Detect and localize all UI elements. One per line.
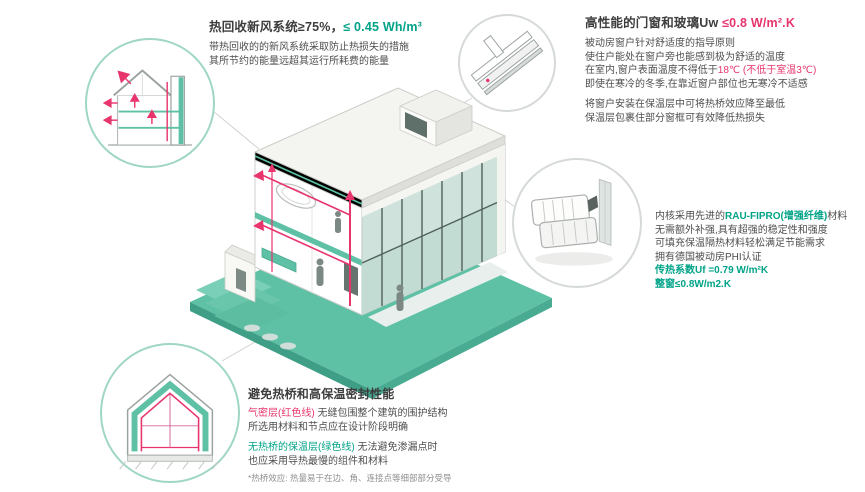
windows-title-text: 高性能的门窗和玻璃Uw — [585, 16, 723, 30]
house-section-ventilation-icon — [102, 69, 192, 146]
profile-line1-text: 内核采用先进的 — [655, 211, 725, 222]
thermal-line-3: 无热桥的保温层(绿色线) 无法避免渗漏点时 — [248, 441, 452, 455]
thermal-airtight-label: 气密层(红色线) — [248, 408, 315, 419]
windows-body-line-1: 被动房窗户针对舒适度的指导原则 — [585, 38, 735, 49]
windows-title: 高性能的门窗和玻璃Uw ≤0.8 W/m².K — [585, 12, 816, 31]
windows-line3-text: 在室内,窗户表面温度不得低于 — [585, 65, 718, 76]
ventilation-callout-circle — [85, 38, 215, 168]
profile-uf-value: 传热系数Uf =0.79 W/m²K — [655, 265, 769, 276]
ventilation-body-line-1: 带热回收的的新风系统采取防止热损失的措施 — [209, 42, 409, 53]
ventilation-body-line-2: 其所节约的能量远超其运行所耗费的能量 — [209, 55, 389, 67]
thermal-line3-text: 无法避免渗漏点时 — [354, 442, 438, 453]
windows-body-line-4: 即使在寒冷的冬季,在靠近窗户部位也无寒冷不适感 — [585, 78, 808, 90]
thermal-footnote: *热桥效应: 热量易于在边、角、连接点等细部部分受导 — [248, 473, 452, 483]
house-section-insulation-icon — [119, 373, 219, 470]
window-frame-profile-icon — [530, 178, 613, 266]
profile-line-1: 内核采用先进的RAU-FIPRO(增强纤维)材料 — [655, 210, 847, 224]
thermal-line-4: 也应采用导热最慢的组件和材料 — [248, 455, 388, 467]
windows-body-line-3: 在室内,窗户表面温度不得低于18℃ (不低于室温3℃) — [585, 64, 816, 78]
windows-body-line-2: 使住户能处在窗户旁也能感到极为舒适的温度 — [585, 51, 785, 63]
ventilation-text-block: 热回收新风系统≥75%，≤ 0.45 Wh/m³ 带热回收的的新风系统采取防止热… — [209, 16, 422, 68]
profile-uw-value: 整窗≤0.8W/m2.K — [655, 278, 732, 290]
insulation-callout-circle — [100, 343, 240, 483]
profile-line-2: 无需额外补强,具有超强的稳定性和强度 — [655, 224, 828, 236]
ventilation-title-value: ≤ 0.45 Wh/m³ — [343, 20, 422, 34]
thermal-text-block: 避免热桥和高保温密封性能 气密层(红色线) 无缝包围整个建筑的围护结构 所选用材… — [248, 385, 452, 484]
thermal-line-1: 气密层(红色线) 无缝包围整个建筑的围护结构 — [248, 407, 452, 421]
profile-line1-suffix: 材料 — [827, 211, 848, 222]
profile-line1-material: RAU-FIPRO(增强纤维) — [725, 211, 828, 222]
profile-line-4: 拥有德国被动房PHI认证 — [655, 251, 762, 263]
windows-line3-temp: 18℃ — [717, 65, 741, 76]
ventilation-title: 热回收新风系统≥75%，≤ 0.45 Wh/m³ — [209, 16, 422, 35]
thermal-title: 避免热桥和高保温密封性能 — [248, 387, 395, 401]
windows-text-block: 高性能的门窗和玻璃Uw ≤0.8 W/m².K 被动房窗户针对舒适度的指导原则 … — [585, 12, 816, 125]
thermal-line1-text: 无缝包围整个建筑的围护结构 — [314, 408, 448, 419]
window-profile-callout-circle — [512, 158, 642, 288]
windows-title-value: ≤0.8 W/m².K — [722, 16, 796, 30]
ventilation-title-text: 热回收新风系统≥75%， — [209, 20, 344, 34]
window-corner-callout-circle — [458, 14, 556, 112]
thermal-line-2: 所选用材料和节点应在设计阶段明确 — [248, 421, 408, 433]
windows-line3-note: (不低于室温3℃) — [740, 65, 817, 76]
profile-line-3: 可填充保温隔热材料轻松满足节能需求 — [655, 238, 825, 249]
windows-body-line-5: 将窗户安装在保温层中可将热桥效应降至最低 — [585, 99, 785, 110]
profile-text-block: 内核采用先进的RAU-FIPRO(增强纤维)材料 无需额外补强,具有超强的稳定性… — [655, 210, 847, 291]
windows-body-line-6: 保温层包裹住部分窗框可有效降低热损失 — [585, 112, 765, 124]
window-corner-detail-icon — [470, 30, 544, 96]
thermal-insulation-label: 无热桥的保温层(绿色线) — [248, 442, 355, 453]
